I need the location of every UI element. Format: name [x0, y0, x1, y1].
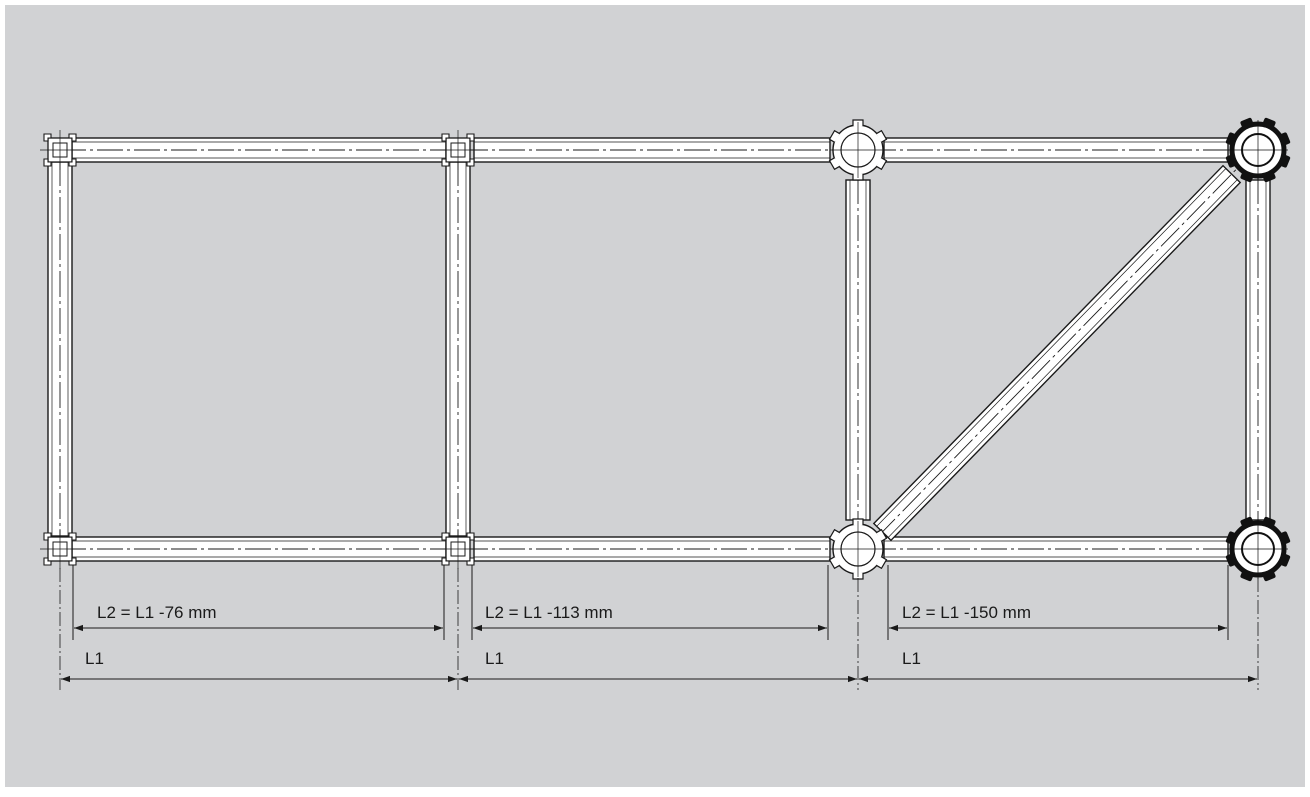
top-beam-3 [870, 137, 1244, 163]
extension-lines [59, 565, 1259, 690]
bottom-beam-1 [60, 536, 456, 562]
vertical-beam-1 [47, 160, 73, 540]
vertical-beam-4 [1245, 178, 1271, 524]
drawing-background [5, 5, 1305, 787]
dimension-group-3: L2 = L1 -150 mm L1 [859, 603, 1257, 683]
bottom-beams [60, 536, 1244, 562]
dimension-group-2: L2 = L1 -113 mm L1 [459, 603, 857, 683]
l1-label-2: L1 [485, 649, 504, 668]
l2-label-1: L2 = L1 -76 mm [97, 603, 217, 622]
top-beam-1 [60, 137, 456, 163]
l1-label-1: L1 [85, 649, 104, 668]
top-beams [60, 137, 1244, 163]
vertical-beam-2 [445, 160, 471, 540]
l1-label-3: L1 [902, 649, 921, 668]
top-beam-2 [462, 137, 846, 163]
vertical-beam-3 [845, 178, 871, 524]
dimension-group-1: L2 = L1 -76 mm L1 [61, 603, 457, 683]
bottom-beam-3 [870, 536, 1244, 562]
bottom-beam-2 [462, 536, 846, 562]
l2-label-3: L2 = L1 -150 mm [902, 603, 1031, 622]
l2-label-2: L2 = L1 -113 mm [485, 603, 613, 622]
